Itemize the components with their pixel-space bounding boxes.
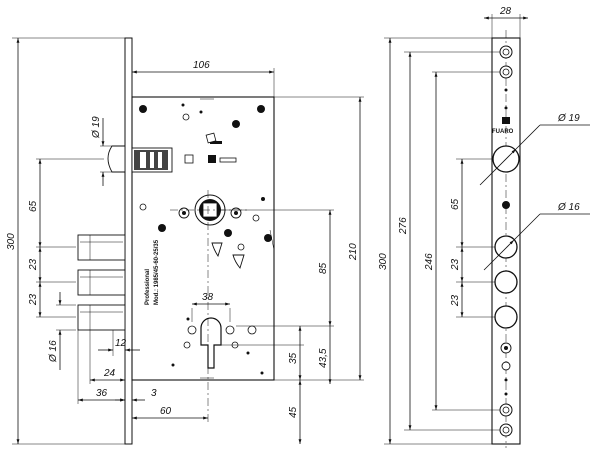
dim-12: 12 [115,338,127,349]
bolt-hole-1 [494,235,518,259]
dim-23b-right: 23 [450,294,461,307]
plate-model-text: Mod.: 1985/45-60-25/35 [154,239,160,305]
dim-dia16-left: Ø 16 [48,340,59,363]
brand-logo-text: FUARO [492,129,514,135]
dim-300-left: 300 [6,233,17,250]
bolt-hole-3 [494,305,518,329]
dim-276: 276 [398,217,409,235]
body-rivets [139,103,272,375]
dim-45: 45 [288,406,299,418]
plate-brand-text: Professional [145,269,151,305]
dim-246: 246 [424,253,435,271]
dim-dia19-right: Ø 19 [557,113,580,124]
brand-logo-mark [502,117,510,124]
dim-dia16-right: Ø 16 [557,202,580,213]
faceplate-front-view: FUARO 28 Ø 19 Ø 16 300 276 [378,6,590,448]
dim-65-right: 65 [450,198,461,210]
faceplate-left [124,37,133,445]
dim-36: 36 [96,388,108,399]
deadbolts [77,234,126,331]
lock-side-view: Professional Mod.: 1985/45-60-25/35 106 … [6,37,364,445]
latch-bolt [107,132,237,173]
dim-38: 38 [202,292,214,303]
dim-dia19-left: Ø 19 [91,116,102,139]
dim-106: 106 [193,60,210,71]
dim-28: 28 [499,6,512,17]
dim-23a-left: 23 [28,258,39,271]
dim-23a-right: 23 [450,258,461,271]
dim-24: 24 [103,368,116,379]
bolt-hole-2 [494,270,518,294]
dim-85: 85 [318,262,329,274]
dim-300-right: 300 [378,253,389,270]
dim-3: 3 [151,388,157,399]
dim-210: 210 [348,243,359,261]
dim-65-left: 65 [28,200,39,212]
dim-23b-left: 23 [28,293,39,306]
dim-60: 60 [160,406,172,417]
dim-43-5: 43,5 [318,348,329,368]
dim-35: 35 [288,352,299,364]
